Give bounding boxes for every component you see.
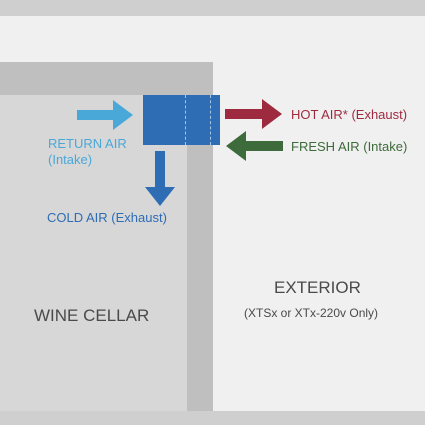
return-air-label-line1: RETURN AIR [48,136,127,151]
exterior-area [213,62,425,411]
fresh-air-arrow-shape [226,131,283,161]
fresh-air-arrow-icon [226,131,283,161]
return-air-label: RETURN AIR (Intake) [48,136,127,168]
exterior-label: EXTERIOR [274,278,361,297]
cold-air-label: COLD AIR (Exhaust) [47,210,167,225]
unit-divider-line [185,95,186,145]
hot-air-arrow-icon [225,99,282,129]
return-air-label-line2: (Intake) [48,152,93,167]
wine-cellar-room [0,95,187,411]
cold-air-arrow-shape [145,151,175,206]
top-border [0,0,425,16]
wine-cellar-label: WINE CELLAR [34,306,150,325]
unit-divider-line [210,95,211,145]
exterior-note: (XTSx or XTx-220v Only) [244,306,379,320]
fresh-air-label: FRESH AIR (Intake) [291,139,408,154]
return-air-arrow-shape [77,100,133,130]
hot-air-arrow-shape [225,99,282,129]
bottom-border [0,411,425,425]
return-air-arrow-icon [77,100,133,130]
cold-air-arrow-icon [145,151,175,206]
cooling-unit [143,95,220,145]
hot-air-label: HOT AIR* (Exhaust) [291,107,408,122]
